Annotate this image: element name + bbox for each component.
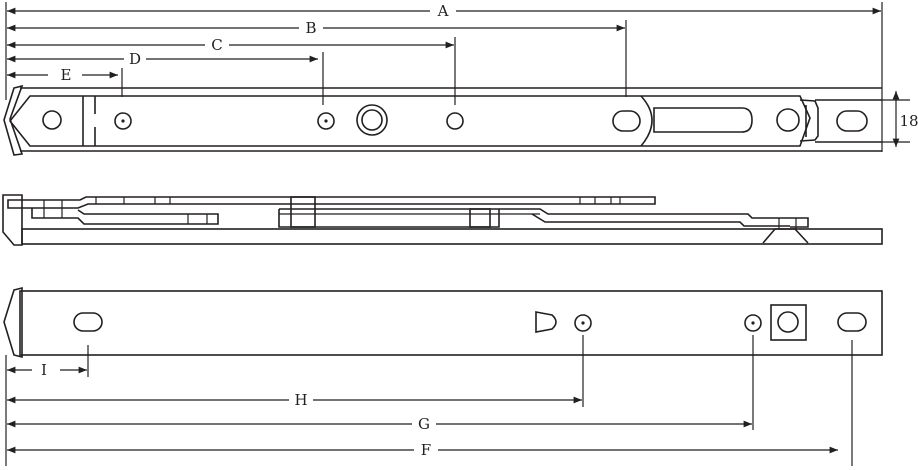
dimension-label-d: D [129, 50, 141, 68]
dimension-label-b: B [305, 19, 316, 37]
dimension-a: A [7, 2, 881, 20]
dimension-e: E [7, 66, 119, 84]
dimension-label-i: I [41, 361, 47, 379]
pivot-ring [356, 104, 388, 136]
dimension-c: C [7, 36, 454, 54]
dimension-label-g: G [418, 415, 430, 433]
dimension-label-height: 18 [899, 112, 918, 130]
dimension-label-c: C [211, 36, 222, 54]
hole [446, 112, 464, 130]
side-view [2, 194, 883, 246]
square-block [770, 304, 807, 341]
dimension-label-h: H [294, 391, 307, 409]
screw-hole [317, 112, 335, 130]
dimension-d: D [7, 50, 318, 68]
long-slot [653, 107, 753, 133]
dimension-label-a: A [437, 2, 449, 20]
d-shaped-hole [535, 311, 557, 333]
rivet-hole [776, 108, 800, 132]
screw-hole [574, 314, 592, 332]
dimension-g: G [7, 415, 752, 433]
top-view: 18 [3, 84, 918, 156]
slot [73, 312, 103, 332]
dimension-label-f: F [421, 441, 431, 459]
screw-hole [114, 112, 132, 130]
screw-hole [744, 314, 762, 332]
dimension-b: B [7, 19, 625, 37]
dimension-i: I [7, 361, 88, 379]
end-cap [3, 84, 24, 156]
bottom-view [3, 286, 883, 359]
bottom-dimensions: I H G F [5, 335, 853, 466]
dimension-f: F [7, 441, 838, 459]
top-dimensions: A B C D E [5, 2, 883, 152]
dimension-h: H [7, 391, 582, 409]
dimension-height: 18 [892, 90, 918, 147]
slot [837, 312, 867, 332]
slot [836, 110, 868, 132]
arm-plate [8, 95, 811, 147]
dimension-label-e: E [61, 66, 72, 84]
slot [612, 110, 641, 132]
rivet-hole [42, 110, 62, 130]
end-cap [3, 286, 23, 359]
